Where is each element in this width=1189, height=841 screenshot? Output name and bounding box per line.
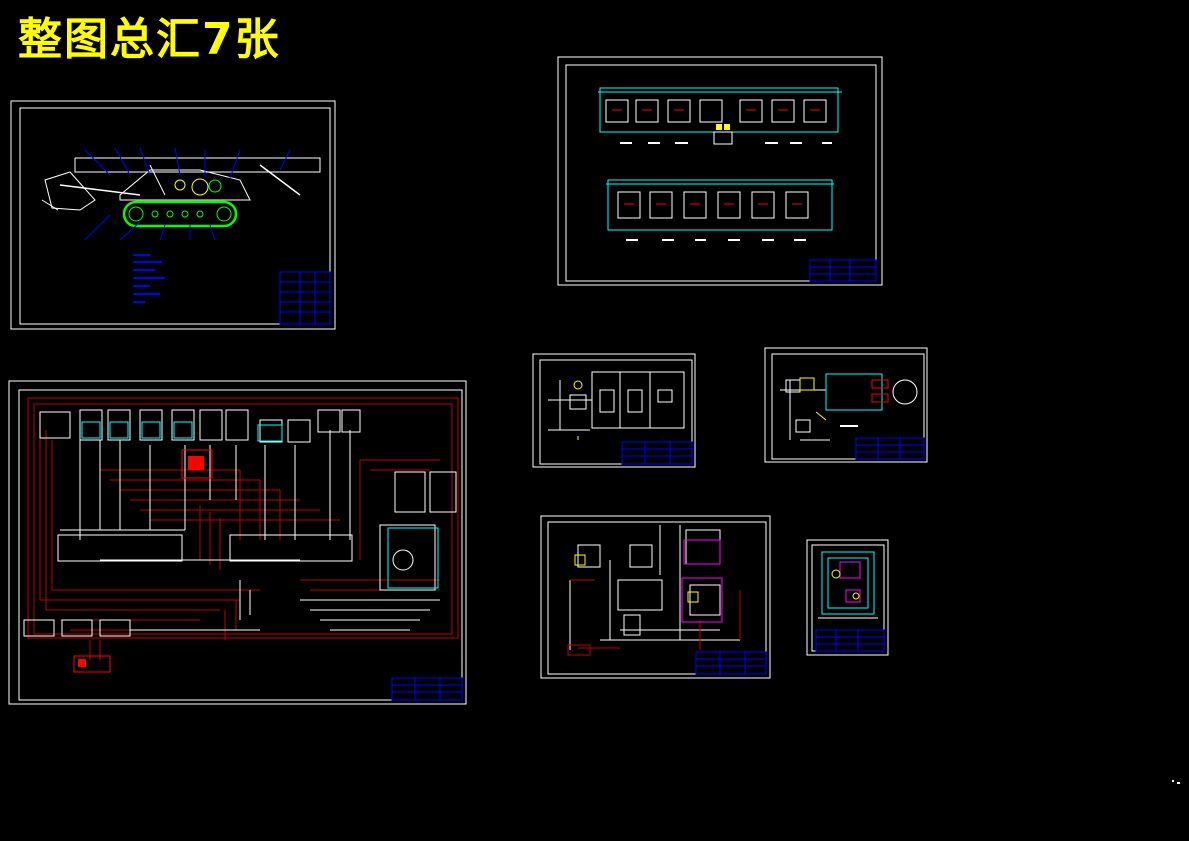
title-block bbox=[695, 651, 767, 675]
red-accumulator bbox=[73, 449, 213, 673]
sheet-hydraulic-system[interactable] bbox=[8, 380, 467, 705]
sheet-circuit-a[interactable] bbox=[532, 353, 696, 468]
circuit-lines bbox=[548, 371, 685, 431]
machine-drawing bbox=[41, 147, 321, 303]
title-block bbox=[621, 441, 693, 465]
valve-row-lower bbox=[606, 179, 834, 241]
red-pipework bbox=[27, 397, 459, 660]
circuit-lines bbox=[569, 525, 740, 650]
corner-marker bbox=[1172, 780, 1180, 784]
components bbox=[23, 409, 457, 637]
circuit-lines bbox=[780, 373, 918, 441]
valve-row-upper bbox=[598, 87, 842, 145]
title-block bbox=[815, 629, 885, 652]
sheet-hydraulic-valve-layout[interactable] bbox=[557, 56, 883, 286]
part-outline bbox=[821, 551, 875, 615]
cyan-blocks bbox=[81, 421, 439, 589]
title-block bbox=[391, 677, 463, 701]
sheet-general-assembly[interactable] bbox=[10, 100, 336, 330]
sheet-circuit-b[interactable] bbox=[764, 347, 928, 463]
page-title: 整图总汇7张 bbox=[18, 14, 281, 65]
title-block bbox=[855, 437, 925, 460]
title-block bbox=[809, 259, 877, 282]
sheet-circuit-c[interactable] bbox=[540, 515, 771, 679]
white-pipework bbox=[60, 430, 440, 631]
sheet-part-drawing[interactable] bbox=[806, 539, 889, 656]
title-block bbox=[279, 271, 331, 325]
